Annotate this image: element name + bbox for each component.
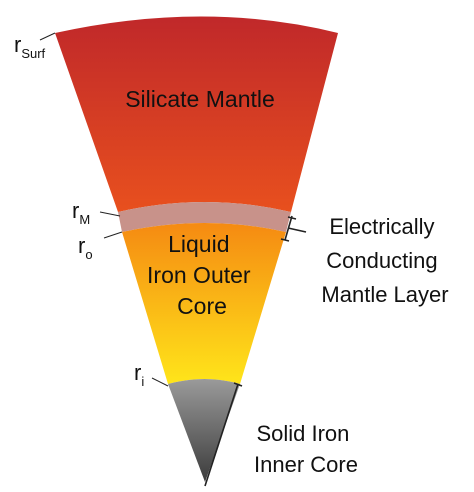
inner-core-label: Solid Iron Inner Core	[254, 421, 358, 477]
r-surf-tick	[39, 32, 56, 41]
outer-core-label: Liquid Iron Outer Core	[147, 231, 257, 319]
r-o-tick	[103, 231, 123, 239]
liquid-outer-core-layer	[122, 223, 286, 384]
conducting-mantle-layer	[118, 202, 291, 232]
conducting-layer-bracket	[280, 215, 307, 242]
silicate-mantle-label: Silicate Mantle	[125, 86, 275, 112]
conducting-layer-label: Electrically Conducting Mantle Layer	[321, 214, 448, 307]
r-i-label: ri	[134, 360, 144, 389]
r-surf-label: rSurf	[14, 32, 46, 61]
inner-core-bracket	[204, 382, 243, 487]
solid-inner-core-layer	[168, 379, 240, 482]
r-o-label: ro	[78, 233, 93, 262]
r-m-label: rM	[72, 198, 90, 227]
r-i-tick	[151, 377, 169, 387]
silicate-mantle-layer	[55, 16, 338, 212]
r-m-tick	[99, 211, 121, 217]
